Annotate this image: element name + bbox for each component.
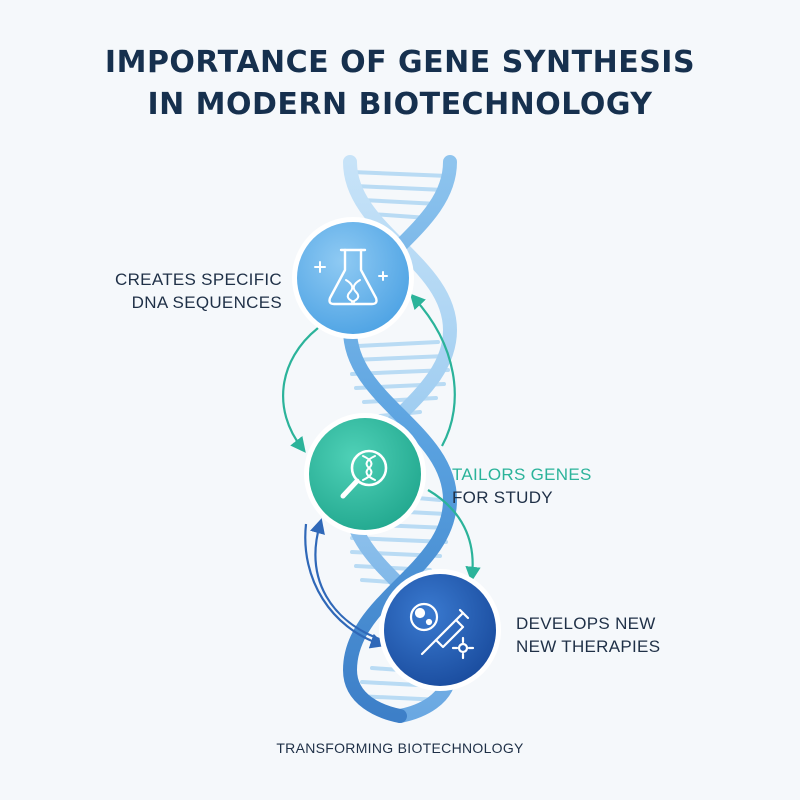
step-1-line-2: DNA SEQUENCES xyxy=(131,293,282,312)
step-2-line-1: TAILORS GENES xyxy=(452,465,592,484)
page-title: IMPORTANCE OF GENE SYNTHESIS IN MODERN B… xyxy=(0,42,800,126)
step-circle-1 xyxy=(292,217,414,339)
title-line-1: IMPORTANCE OF GENE SYNTHESIS xyxy=(104,45,696,80)
footer-caption: TRANSFORMING BIOTECHNOLOGY xyxy=(276,740,524,756)
flask-dna-icon xyxy=(314,248,388,306)
step-circle-2 xyxy=(304,413,426,535)
arrow-step2-to-step3 xyxy=(427,489,481,583)
step-2-line-2: FOR STUDY xyxy=(452,488,553,507)
arrow-step3-to-step2 xyxy=(310,518,383,642)
arrow-step1-to-step2 xyxy=(282,327,319,453)
syringe-cell-icon xyxy=(409,602,475,660)
arrow-step2-to-step3-lower xyxy=(304,523,386,649)
step-3-line-1: DEVELOPS NEW xyxy=(516,614,656,633)
step-3-label: DEVELOPS NEW NEW THERAPIES xyxy=(516,612,660,658)
step-3-line-2: NEW THERAPIES xyxy=(516,637,661,656)
step-2-label: TAILORS GENES FOR STUDY xyxy=(452,463,592,509)
step-1-label: CREATES SPECIFIC DNA SEQUENCES xyxy=(115,268,282,314)
step-1-line-1: CREATES SPECIFIC xyxy=(115,270,282,289)
step-circle-3 xyxy=(379,569,501,691)
arrow-step2-to-step1 xyxy=(409,293,456,447)
magnifier-dna-icon xyxy=(340,449,388,499)
title-line-2: IN MODERN BIOTECHNOLOGY xyxy=(147,87,653,122)
